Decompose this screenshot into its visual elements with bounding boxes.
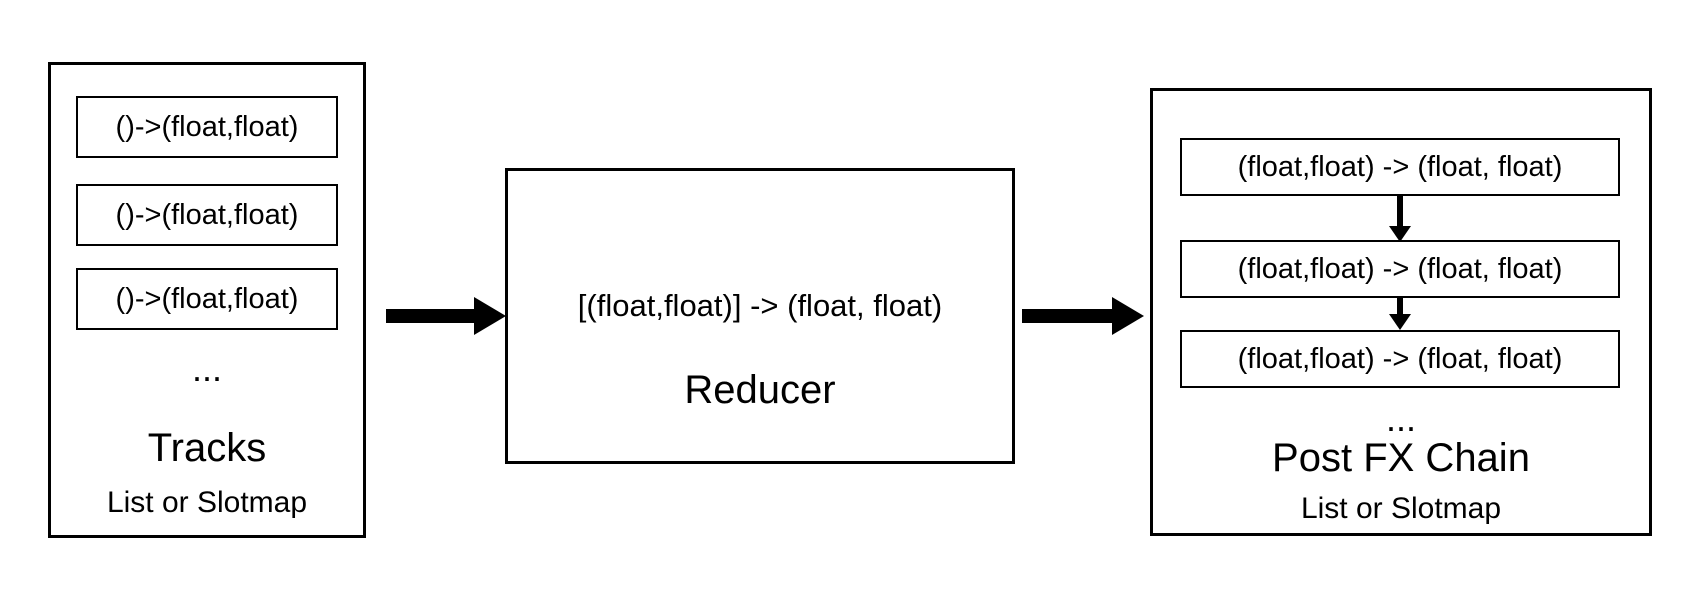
postfx-slot-label: (float,float) -> (float, float) bbox=[1237, 150, 1563, 183]
arrow-reducer-to-postfx-icon bbox=[1022, 309, 1114, 323]
track-slot-label: ()->(float,float) bbox=[115, 198, 299, 231]
arrow-reducer-to-postfx-head-icon bbox=[1112, 297, 1144, 335]
postfx-slot: (float,float) -> (float, float) bbox=[1180, 240, 1620, 298]
postfx-slot-label: (float,float) -> (float, float) bbox=[1237, 342, 1563, 375]
reducer-signature: [(float,float)] -> (float, float) bbox=[577, 288, 943, 323]
arrow-tracks-to-reducer-icon bbox=[386, 309, 476, 323]
postfx-slot: (float,float) -> (float, float) bbox=[1180, 138, 1620, 196]
track-slot: ()->(float,float) bbox=[76, 184, 338, 246]
arrow-tracks-to-reducer-head-icon bbox=[474, 297, 506, 335]
arrow-fx2-to-fx3-icon bbox=[1397, 298, 1403, 314]
tracks-title: Tracks bbox=[147, 426, 267, 470]
track-slot-label: ()->(float,float) bbox=[115, 282, 299, 315]
track-slot-label: ()->(float,float) bbox=[115, 110, 299, 143]
tracks-subtitle: List or Slotmap bbox=[106, 486, 308, 519]
postfx-ellipsis: ... bbox=[1385, 398, 1416, 439]
postfx-slot-label: (float,float) -> (float, float) bbox=[1237, 252, 1563, 285]
arrow-fx1-to-fx2-head-icon bbox=[1389, 226, 1411, 242]
reducer-title: Reducer bbox=[684, 368, 836, 412]
arrow-fx2-to-fx3-head-icon bbox=[1389, 314, 1411, 330]
track-slot: ()->(float,float) bbox=[76, 268, 338, 330]
reducer-box bbox=[505, 168, 1015, 464]
postfx-slot: (float,float) -> (float, float) bbox=[1180, 330, 1620, 388]
arrow-fx1-to-fx2-icon bbox=[1397, 196, 1403, 226]
track-slot: ()->(float,float) bbox=[76, 96, 338, 158]
postfx-subtitle: List or Slotmap bbox=[1300, 492, 1502, 525]
tracks-ellipsis: ... bbox=[191, 348, 222, 389]
postfx-title: Post FX Chain bbox=[1272, 436, 1530, 480]
